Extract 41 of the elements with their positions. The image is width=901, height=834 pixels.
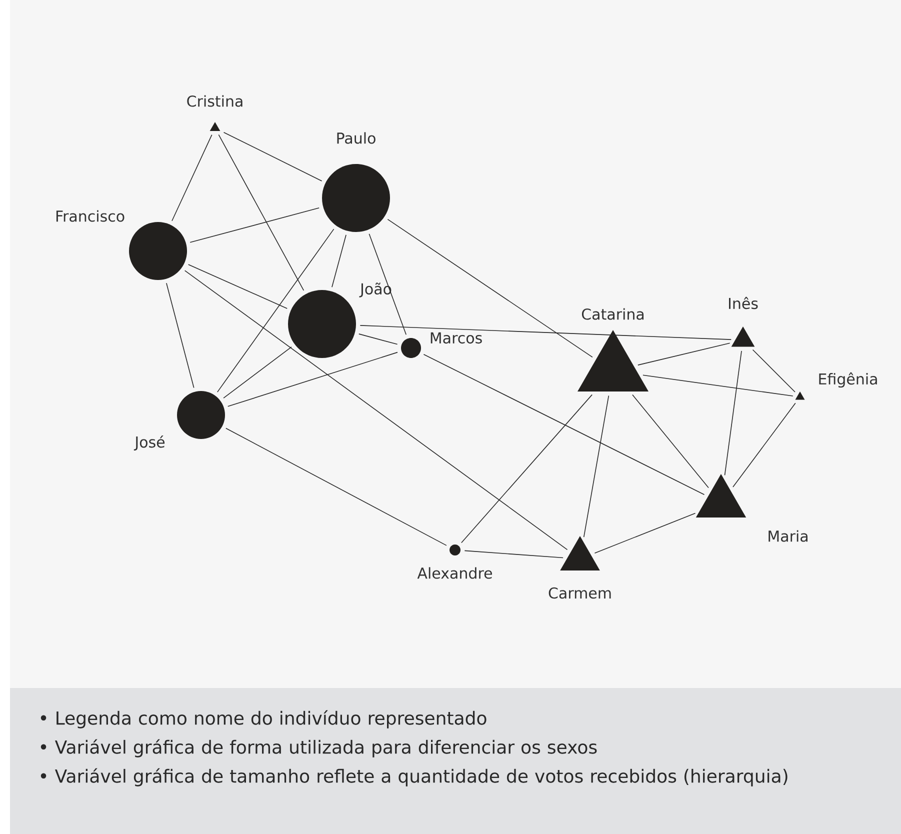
name-label: Paulo [337, 132, 376, 144]
name-label: Carmem [548, 587, 611, 599]
connection-line [227, 352, 398, 407]
name-label: Marcos [430, 332, 482, 344]
connection-line [184, 270, 568, 550]
note-text: • Variável gráfica de tamanho reflete a quantidade de votos recebidos (hierarquia) [40, 768, 788, 786]
connection-line [724, 350, 742, 476]
name-label: Efigênia [819, 372, 877, 388]
connection-line [461, 394, 592, 544]
connection-line [332, 234, 346, 288]
note-text: • Variável gráfica de forma utilizada para diferenciar os sexos [40, 739, 597, 758]
connection-line [732, 402, 796, 488]
connection-line [188, 264, 288, 309]
connection-line [218, 134, 304, 291]
connection-line [190, 207, 320, 243]
connection-line [632, 394, 709, 488]
connection-line [638, 342, 730, 366]
name-label: Inês [729, 296, 758, 310]
connection-line [358, 334, 398, 345]
connection-line [223, 132, 322, 182]
connection-line [387, 218, 593, 358]
note-text: • Legenda como nome do indivíduo representado [40, 710, 486, 728]
name-label: Cristina [187, 95, 242, 107]
connection-line [583, 395, 610, 538]
name-label: Catarina [582, 308, 644, 320]
connection-line [360, 325, 732, 340]
connection-line [217, 228, 334, 392]
connection-line [423, 354, 705, 496]
connection-line [464, 550, 564, 558]
name-label: Maria [768, 530, 808, 542]
connection-line [642, 374, 794, 396]
name-label: Francisco [56, 210, 124, 222]
connection-line [752, 349, 796, 392]
connection-line [166, 282, 194, 388]
connection-line [226, 428, 447, 546]
connection-line [172, 134, 212, 222]
name-label: Alexandre [417, 567, 492, 579]
connection-line [594, 512, 696, 554]
connection-line [368, 233, 407, 336]
name-label: José [134, 436, 165, 450]
connection-line [223, 346, 292, 398]
